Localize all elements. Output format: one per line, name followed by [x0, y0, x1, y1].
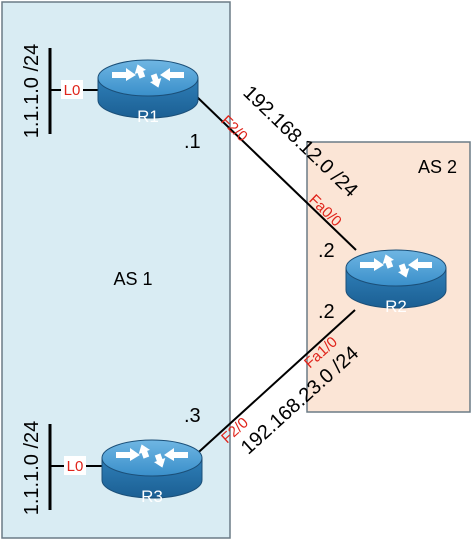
r3-loopback-tag-bg — [64, 456, 86, 475]
r3-host-id: .3 — [184, 405, 201, 427]
router-r1-name: R1 — [137, 107, 159, 126]
router-r2: R2 — [345, 249, 447, 316]
r2-bottom-host-id: .2 — [318, 301, 335, 323]
router-r2-name: R2 — [385, 297, 407, 316]
r1-loopback-tag-bg — [61, 80, 83, 99]
link-r1-r2 — [194, 94, 357, 251]
router-r3-name: R3 — [141, 487, 163, 506]
r1-loopback-interface: L0 — [64, 82, 81, 99]
r3-loopback-network: 1.1.1.0 /24 — [21, 421, 43, 516]
r2-top-host-id: .2 — [318, 240, 335, 262]
router-r3: R3 — [101, 439, 203, 506]
r1-host-id: .1 — [184, 131, 201, 153]
as1-label: AS 1 — [113, 269, 152, 289]
r1-loopback-network: 1.1.1.0 /24 — [21, 44, 43, 139]
as2-label: AS 2 — [418, 157, 457, 177]
router-r1: R1 — [97, 59, 199, 126]
r3-loopback-interface: L0 — [67, 458, 84, 475]
link-r2-r3 — [189, 309, 356, 461]
